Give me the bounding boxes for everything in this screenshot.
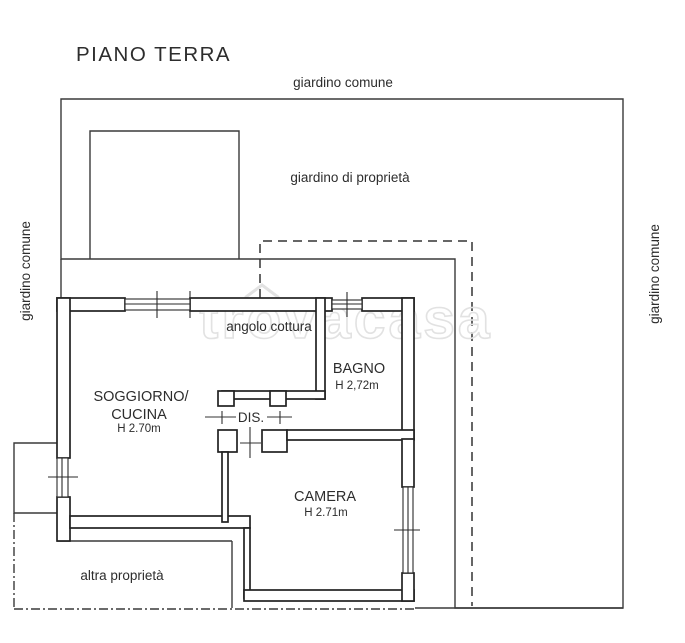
label-garden-common-left: giardino comune [18, 221, 33, 321]
label-garden-common-top: giardino comune [293, 75, 393, 90]
watermark: trovacasa [199, 283, 490, 352]
window-north-living [124, 291, 191, 318]
window-west-living [48, 457, 78, 498]
window-north-bathroom [331, 292, 363, 317]
windows [48, 291, 420, 574]
label-living-line1: SOGGIORNO/ [93, 389, 189, 405]
dashed-boundary-line [259, 240, 473, 606]
apartment-walls [56, 297, 415, 602]
window-east-bedroom [394, 486, 420, 574]
label-bedroom: CAMERA [294, 489, 356, 505]
label-hallway: DIS. [238, 410, 264, 425]
label-bedroom-height: H 2.71m [304, 507, 347, 519]
label-living-height: H 2.70m [117, 423, 160, 435]
label-garden-private: giardino di proprietà [290, 170, 410, 185]
label-living-line2: CUCINA [111, 407, 167, 423]
label-garden-common-right: giardino comune [647, 224, 662, 324]
label-bathroom: BAGNO [333, 361, 385, 377]
label-bathroom-height: H 2,72m [335, 380, 378, 392]
watermark-roof-icon [244, 283, 280, 299]
page-title: PIANO TERRA [76, 43, 231, 66]
label-kitchenette: angolo cottura [226, 319, 312, 334]
label-other-property: altra proprietà [80, 568, 164, 583]
dimension-marks [205, 411, 292, 458]
property-boundary-lines [13, 98, 624, 610]
